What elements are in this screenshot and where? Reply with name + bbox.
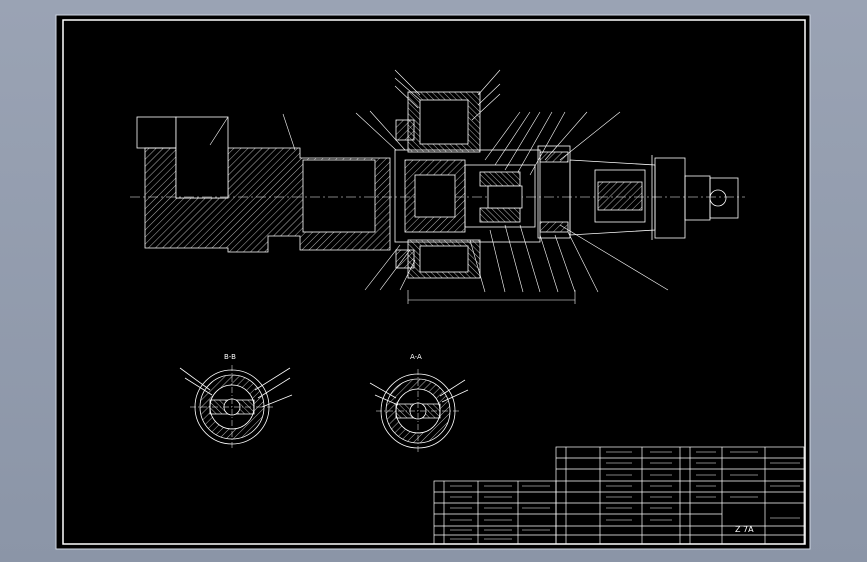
parts-list-table [433, 446, 805, 545]
title-block-label: Z 7A [735, 525, 754, 534]
section-a-a [369, 369, 469, 453]
table-text-marks [450, 451, 800, 540]
outer-frame [55, 14, 811, 550]
section-b-b [179, 365, 293, 449]
section-label-a-a: A-A [410, 353, 422, 361]
main-assembly-section [130, 91, 745, 279]
section-label-b-b: B-B [224, 353, 236, 361]
leader-lines [209, 69, 669, 304]
